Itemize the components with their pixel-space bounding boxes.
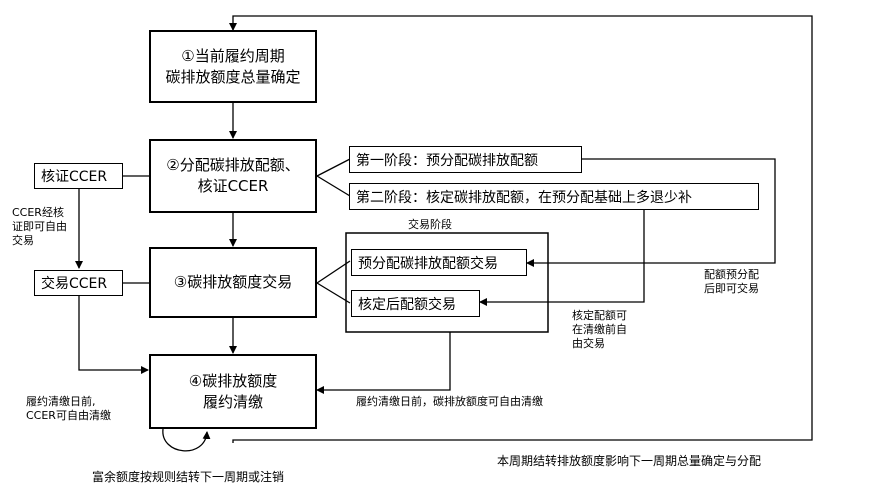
ccer-free-line3: 交易 [12, 234, 34, 247]
pre-alloc-trade-line2: 后即可交易 [704, 282, 759, 295]
phase1-box: 第一阶段：预分配碳排放配额 [349, 146, 582, 173]
pre-alloc-trade-line1: 配额预分配 [704, 268, 759, 281]
before-deadline-line2: CCER可自由清缴 [26, 409, 111, 422]
trading-phase-label: 交易阶段 [408, 218, 452, 231]
line-trading-to-step4 [316, 332, 451, 394]
line-step3-trade-final [316, 282, 351, 304]
line-step2-phase2 [316, 175, 351, 197]
line-phase2-to-trade-final [479, 210, 645, 306]
step1-line2: 碳排放额度总量确定 [165, 67, 301, 86]
step4-line1: ④碳排放额度 [188, 371, 278, 390]
trade-pre-label: 预分配碳排放配额交易 [358, 255, 498, 272]
surplus-loop-arrow [162, 428, 211, 452]
ccer-free-label: CCER经核 证即可自由 交易 [12, 206, 67, 248]
trade-ccer-label: 交易CCER [41, 276, 108, 292]
step2-box: ②分配碳排放配额、 核证CCER [149, 139, 317, 213]
verify-ccer-box: 核证CCER [34, 163, 123, 189]
phase2-label: 第二阶段：核定碳排放配额，在预分配基础上多退少补 [356, 189, 692, 206]
final-trade-line2: 在清缴前自 [572, 323, 627, 336]
trade-final-label: 核定后配额交易 [358, 296, 456, 313]
trading-phase-frame [345, 232, 549, 333]
surplus-label: 富余额度按规则结转下一周期或注销 [92, 470, 285, 484]
ccer-free-line1: CCER经核 [12, 206, 64, 219]
step1-box: ①当前履约周期 碳排放额度总量确定 [149, 30, 317, 103]
trade-ccer-box: 交易CCER [34, 270, 123, 296]
step3-box: ③碳排放额度交易 [149, 247, 317, 318]
feedback-loop-line [229, 15, 813, 443]
arrow-trade-ccer-to-step4 [78, 296, 149, 374]
before-deadline-label: 履约清缴日前, CCER可自由清缴 [26, 395, 111, 423]
verify-ccer-label: 核证CCER [41, 169, 108, 185]
next-cycle-label: 本周期结转排放额度影响下一周期总量确定与分配 [497, 454, 762, 468]
pre-alloc-trade-label: 配额预分配 后即可交易 [704, 268, 759, 296]
step1-line1: ①当前履约周期 [181, 46, 285, 65]
trade-pre-box: 预分配碳排放配额交易 [351, 249, 527, 276]
trade-final-box: 核定后配额交易 [351, 290, 480, 317]
final-trade-label: 核定配额可 在清缴前自 由交易 [572, 309, 627, 351]
before-deadline-quota-label: 履约清缴日前，碳排放额度可自由清缴 [356, 395, 543, 408]
final-trade-line1: 核定配额可 [572, 309, 627, 322]
before-deadline-line1: 履约清缴日前, [26, 395, 96, 408]
phase2-box: 第二阶段：核定碳排放配额，在预分配基础上多退少补 [349, 183, 759, 210]
step2-line1: ②分配碳排放配额、 [166, 156, 300, 174]
line-step3-trade-pre [316, 260, 351, 284]
step3-label: ③碳排放额度交易 [173, 273, 293, 291]
step4-line2: 履约清缴 [202, 392, 263, 411]
line-step2-phase1 [316, 158, 351, 177]
ccer-free-line2: 证即可自由 [12, 220, 67, 233]
phase1-label: 第一阶段：预分配碳排放配额 [356, 152, 538, 169]
final-trade-line3: 由交易 [572, 337, 605, 350]
step4-box: ④碳排放额度 履约清缴 [149, 354, 317, 429]
step2-line2: 核证CCER [197, 177, 269, 195]
line-phase1-to-trade-pre [526, 158, 776, 267]
